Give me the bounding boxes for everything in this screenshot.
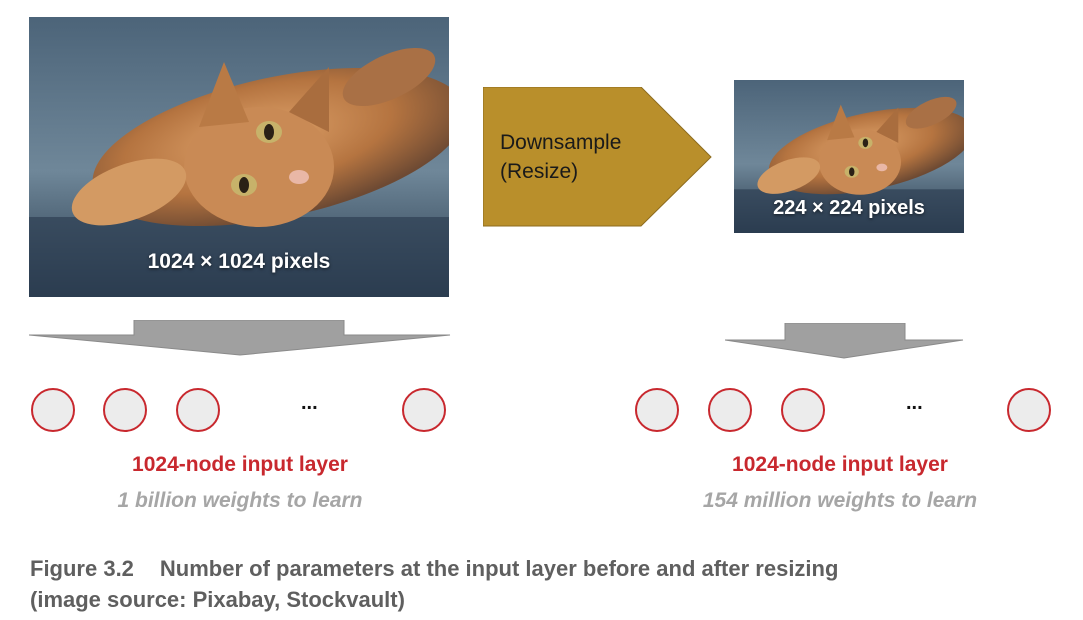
figure-caption-line2: (image source: Pixabay, Stockvault): [30, 587, 405, 612]
right-input-node: [781, 388, 825, 432]
left-layer-subtitle: 1 billion weights to learn: [117, 489, 363, 512]
small-cat-image: 224 × 224 pixels: [734, 80, 964, 233]
figure-caption-text: Number of parameters at the input layer …: [159, 556, 839, 581]
small-image-caption: 224 × 224 pixels: [773, 197, 925, 219]
figure-caption: Figure 3.2 Number of parameters at the in…: [30, 553, 1060, 615]
left-input-node: [31, 388, 75, 432]
downsample-label-line1: Downsample: [500, 131, 622, 154]
cat-photo-small-icon: [734, 80, 964, 233]
downsample-arrow: Downsample (Resize): [482, 86, 713, 227]
left-input-node: [402, 388, 446, 432]
downsample-label-line2: (Resize): [500, 160, 579, 183]
left-layer-title: 1024-node input layer: [132, 453, 348, 476]
cat-photo-large-icon: [29, 17, 449, 297]
left-input-node: [176, 388, 220, 432]
large-cat-image: 1024 × 1024 pixels: [29, 17, 449, 297]
figure-number: Figure 3.2: [30, 556, 134, 581]
left-down-arrow-icon: [29, 320, 451, 356]
downsample-label: Downsample (Resize): [500, 128, 621, 186]
right-down-arrow-icon: [725, 323, 964, 359]
large-image-caption: 1024 × 1024 pixels: [147, 250, 331, 273]
right-layer-title: 1024-node input layer: [732, 453, 948, 476]
left-input-node: [103, 388, 147, 432]
right-input-node: [635, 388, 679, 432]
left-layer-ellipsis: ...: [301, 392, 318, 414]
right-layer-ellipsis: ...: [906, 392, 923, 414]
figure-caption-line1: Figure 3.2 Number of parameters at the in…: [30, 553, 1060, 584]
right-layer-subtitle: 154 million weights to learn: [702, 489, 978, 512]
right-input-node: [708, 388, 752, 432]
right-input-node: [1007, 388, 1051, 432]
pentagon-arrow-icon: [482, 86, 712, 227]
